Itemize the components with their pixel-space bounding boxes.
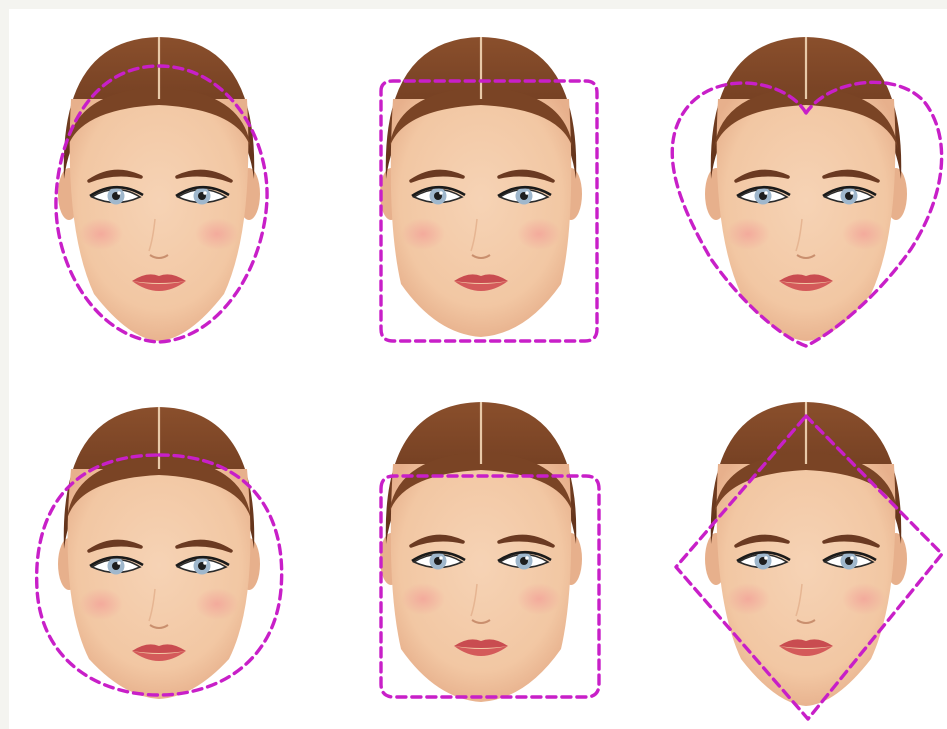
face-skin — [391, 464, 571, 702]
left-eye-highlight — [764, 191, 768, 195]
right-eye-highlight — [850, 556, 854, 560]
face-skin — [68, 469, 251, 699]
left-blush — [726, 583, 770, 615]
right-eye-highlight — [203, 191, 207, 195]
right-eye-highlight — [525, 556, 529, 560]
left-eye-highlight — [439, 191, 443, 195]
right-blush — [195, 218, 239, 250]
face-skin — [391, 99, 571, 337]
face-round — [37, 407, 282, 699]
left-eye-highlight — [117, 191, 121, 195]
left-blush — [726, 218, 770, 250]
left-eye-highlight — [764, 556, 768, 560]
right-blush — [842, 583, 886, 615]
face-shapes-canvas — [9, 9, 947, 729]
left-eye-highlight — [439, 556, 443, 560]
right-blush — [517, 583, 561, 615]
face-square — [380, 402, 599, 702]
left-blush — [79, 588, 123, 620]
right-blush — [195, 588, 239, 620]
face-shapes-illustration — [9, 9, 947, 729]
left-blush — [401, 218, 445, 250]
left-blush — [79, 218, 123, 250]
face-heart — [672, 37, 941, 346]
right-blush — [517, 218, 561, 250]
right-eye-highlight — [525, 191, 529, 195]
face-diamond — [676, 402, 942, 719]
right-eye-highlight — [850, 191, 854, 195]
face-oblong — [380, 37, 597, 341]
left-eye-highlight — [117, 561, 121, 565]
right-eye-highlight — [203, 561, 207, 565]
left-blush — [401, 583, 445, 615]
right-blush — [842, 218, 886, 250]
face-oval — [56, 37, 267, 342]
